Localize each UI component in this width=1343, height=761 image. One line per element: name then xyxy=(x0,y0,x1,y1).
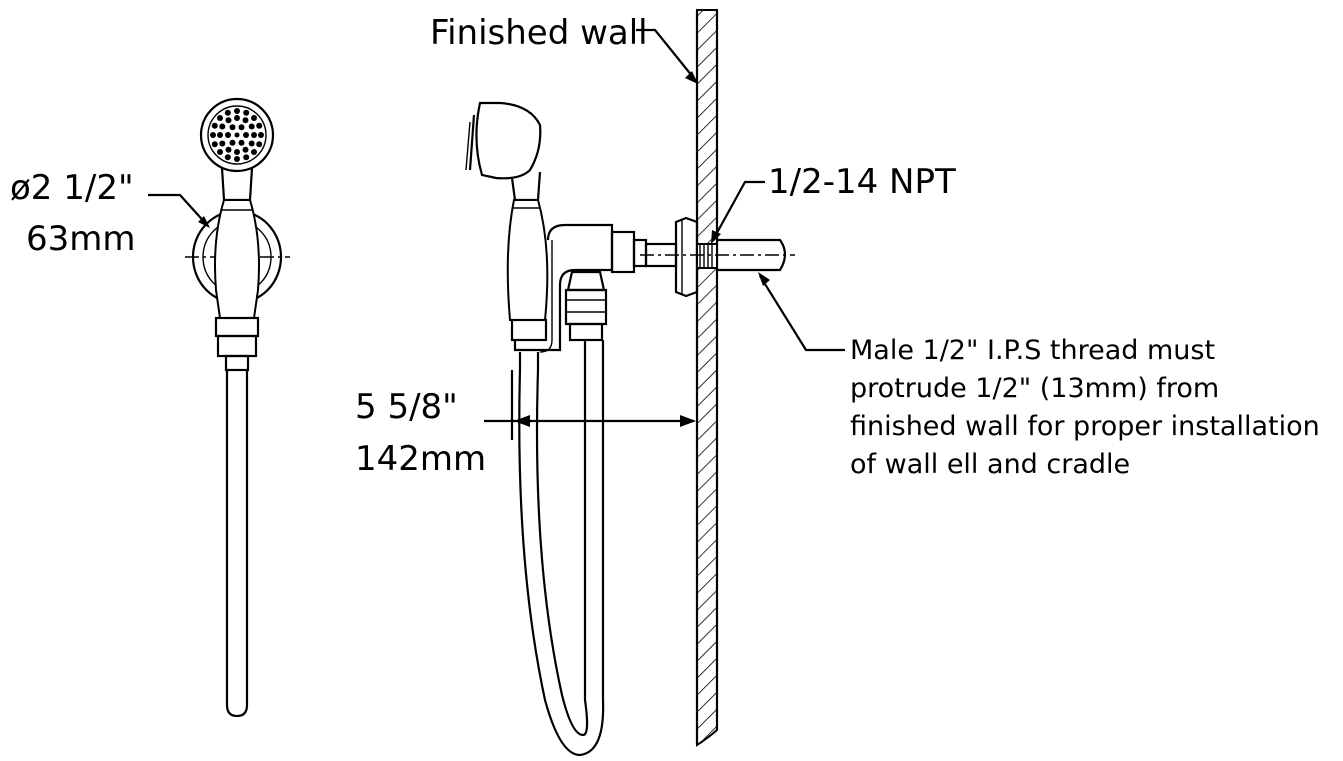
nozzle-hole xyxy=(225,146,232,153)
projection-dimension: 5 5/8" 142mm xyxy=(355,370,696,479)
nozzle-hole xyxy=(251,149,257,155)
wall-ell xyxy=(610,230,636,274)
nozzle-hole xyxy=(256,122,263,129)
nozzle-holes xyxy=(210,108,264,162)
nozzle-hole xyxy=(251,115,257,121)
nozzle-hole xyxy=(248,140,255,147)
note-line-2: protrude 1/2" (13mm) from xyxy=(850,373,1219,404)
wall-flange-side xyxy=(674,216,699,298)
nozzle-hole xyxy=(211,141,218,148)
nozzle-hole xyxy=(234,108,240,114)
nozzle-hole xyxy=(210,132,216,138)
nozzle-hole xyxy=(224,154,231,161)
installation-note: Male 1/2" I.P.S thread must protrude 1/2… xyxy=(758,272,1320,480)
nozzle-hole xyxy=(248,123,255,130)
nozzle-hole xyxy=(224,109,231,116)
note-line-4: of wall ell and cradle xyxy=(850,449,1130,480)
nozzle-hole xyxy=(238,139,245,146)
nozzle-hole xyxy=(234,149,240,155)
nozzle-hole xyxy=(256,141,263,148)
nozzle-hole xyxy=(219,123,226,130)
hose-side xyxy=(518,340,605,757)
npt-callout: 1/2-14 NPT xyxy=(711,162,956,244)
nozzle-hole xyxy=(217,115,223,121)
nozzle-hole xyxy=(242,117,249,124)
side-view xyxy=(465,101,795,757)
nozzle-hole xyxy=(229,124,236,131)
nozzle-hole xyxy=(234,132,240,138)
spray-head-front xyxy=(199,97,275,173)
handle-front xyxy=(214,199,260,319)
nozzle-hole xyxy=(225,132,231,138)
nozzle-hole xyxy=(217,149,223,155)
hose-front xyxy=(225,370,249,718)
nozzle-hole xyxy=(238,124,245,131)
diameter-mm-label: 63mm xyxy=(26,219,136,259)
finished-wall-callout: Finished wall xyxy=(430,13,698,84)
note-line-1: Male 1/2" I.P.S thread must xyxy=(850,335,1215,366)
nozzle-hole xyxy=(242,146,249,153)
pipe-threads xyxy=(699,244,713,268)
handle-side xyxy=(506,199,549,321)
note-line-3: finished wall for proper installation xyxy=(850,411,1320,442)
nozzle-hole xyxy=(234,156,240,162)
cradle xyxy=(513,223,614,352)
projection-mm-label: 142mm xyxy=(355,439,486,479)
nozzle-hole xyxy=(243,109,250,116)
spray-head-side xyxy=(475,101,542,180)
nozzle-hole xyxy=(258,132,264,138)
projection-inch-label: 5 5/8" xyxy=(355,387,458,427)
diameter-inch-label: ø2 1/2" xyxy=(10,168,134,208)
finished-wall-label: Finished wall xyxy=(430,13,648,53)
nozzle-hole xyxy=(225,117,232,124)
nozzle-hole xyxy=(243,132,249,138)
npt-label: 1/2-14 NPT xyxy=(768,162,956,202)
nozzle-hole xyxy=(229,139,236,146)
nozzle-hole xyxy=(217,132,223,138)
diameter-callout: ø2 1/2" 63mm xyxy=(10,168,210,259)
nozzle-hole xyxy=(243,154,250,161)
front-view xyxy=(185,97,290,718)
nozzle-hole xyxy=(234,115,240,121)
nozzle-hole xyxy=(219,140,226,147)
nozzle-hole xyxy=(211,122,218,129)
nozzle-hole xyxy=(251,132,257,138)
finished-wall xyxy=(695,9,719,747)
